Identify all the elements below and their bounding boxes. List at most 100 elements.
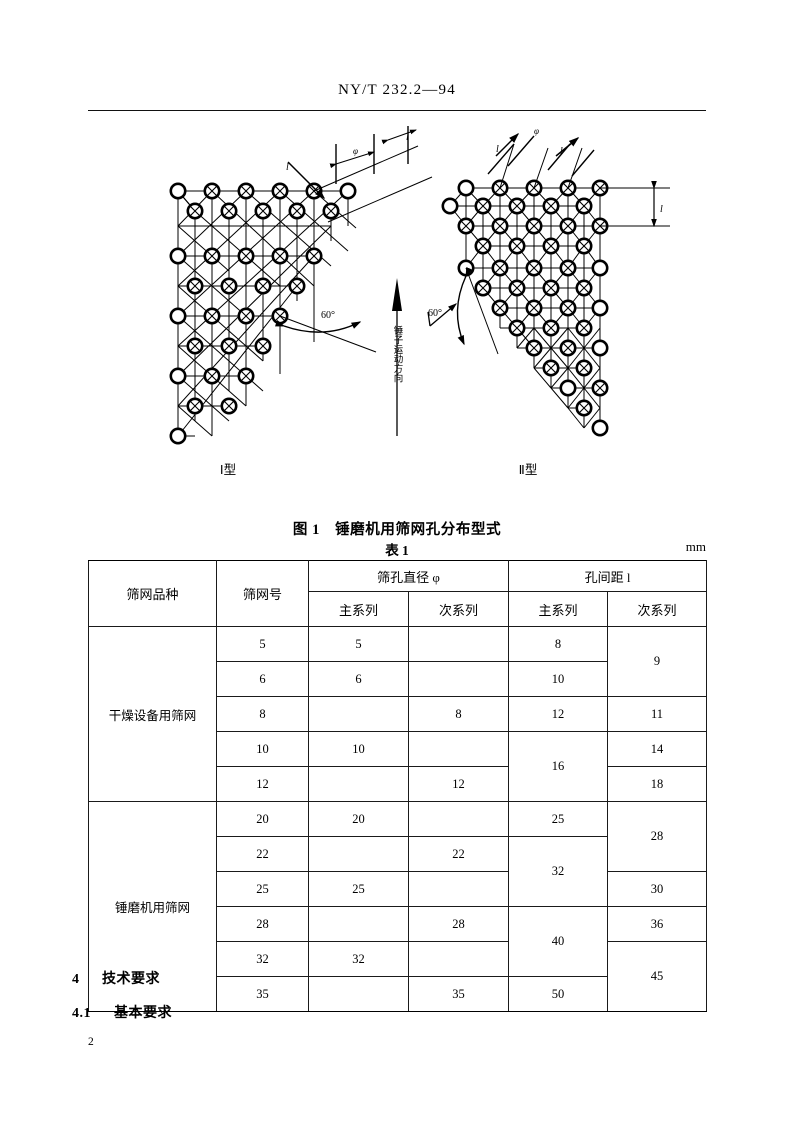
hole-group-r13	[591, 419, 609, 437]
header-diameter-main: 主系列	[308, 591, 409, 627]
cell-diameter-sub	[407, 941, 510, 977]
cell-screen-number: 35	[216, 976, 309, 1012]
cell-diameter-main	[308, 906, 409, 942]
cell-pitch-sub: 30	[607, 871, 708, 907]
cell-diameter-sub	[407, 731, 510, 767]
figure-label-type-2: Ⅱ型	[519, 463, 538, 477]
cell-pitch-main: 32	[508, 836, 609, 907]
specification-table-wrapper: 筛网品种 筛网号 筛孔直径 φ 孔间距 l 主系列 次系列 主系列 次系列 干燥…	[88, 560, 708, 1012]
section-4-1-title: 基本要求	[114, 1006, 172, 1021]
figure-caption: 图 1 锤磨机用筛网孔分布型式	[292, 522, 502, 538]
cell-pitch-main: 8	[508, 626, 609, 662]
cell-diameter-main: 5	[308, 626, 409, 662]
cell-pitch-sub: 9	[607, 626, 708, 697]
section-4-title: 技术要求	[102, 972, 160, 987]
hammer-motion-indicator	[392, 278, 402, 436]
cell-diameter-sub: 12	[407, 766, 510, 802]
cell-screen-number: 6	[216, 661, 309, 697]
hole-group-r12	[575, 399, 593, 417]
cell-screen-number: 28	[216, 906, 309, 942]
cell-pitch-sub: 11	[607, 696, 708, 732]
table-header: 筛网品种 筛网号 筛孔直径 φ 孔间距 l 主系列 次系列 主系列 次系列	[88, 560, 708, 627]
hammer-motion-label: 锤子运动方向	[392, 325, 404, 383]
pattern-type-1: 60° l φ l Ⅰ型	[169, 126, 433, 477]
pitch-label-right-2: l	[560, 146, 563, 157]
cell-diameter-sub: 35	[407, 976, 510, 1012]
pitch-pointer-right	[427, 303, 457, 327]
header-pitch-group: 孔间距 l	[508, 560, 708, 592]
angle-indicator-right	[456, 266, 499, 355]
cell-diameter-main: 20	[308, 801, 409, 837]
cell-screen-number: 22	[216, 836, 309, 872]
header-pitch-main: 主系列	[508, 591, 609, 627]
section-heading-4-1: 4.1 基本要求	[72, 1002, 172, 1022]
cell-pitch-sub: 18	[607, 766, 708, 802]
cell-pitch-sub: 36	[607, 906, 708, 942]
angle-indicator-left	[274, 315, 377, 353]
pattern-type-2: 60° l φ l	[427, 126, 670, 477]
hole-group-row9	[169, 427, 187, 445]
cell-pitch-sub: 14	[607, 731, 708, 767]
cell-diameter-sub: 28	[407, 906, 510, 942]
cell-screen-number: 20	[216, 801, 309, 837]
cell-diameter-sub	[407, 801, 510, 837]
cell-diameter-main	[308, 766, 409, 802]
dimension-callouts-right	[487, 132, 595, 189]
pitch-label-left-2: l	[406, 132, 409, 143]
section-4-number: 4	[72, 972, 80, 987]
cell-pitch-sub: 45	[607, 941, 708, 1012]
diameter-label-right: φ	[534, 126, 539, 136]
header-number: 筛网号	[216, 560, 309, 627]
vertical-pitch-label: l	[660, 204, 663, 215]
cell-screen-kind: 锤磨机用筛网	[88, 801, 217, 1012]
cell-diameter-sub	[407, 871, 510, 907]
cell-diameter-main: 32	[308, 941, 409, 977]
header-rule	[88, 110, 706, 111]
hole-group-row7	[169, 367, 255, 385]
cell-diameter-main	[308, 696, 409, 732]
running-head-standard-code: NY/T 232.2—94	[338, 82, 456, 98]
cell-pitch-main: 40	[508, 906, 609, 977]
cell-screen-number: 5	[216, 626, 309, 662]
cell-diameter-sub	[407, 661, 510, 697]
page-number: 2	[88, 1036, 94, 1048]
table-caption: 表 1	[385, 543, 409, 558]
vertical-dimension-right	[600, 180, 670, 228]
section-4-1-number: 4.1	[72, 1006, 91, 1021]
cell-diameter-main	[308, 836, 409, 872]
header-kind: 筛网品种	[88, 560, 217, 627]
cell-pitch-main: 10	[508, 661, 609, 697]
cell-screen-number: 12	[216, 766, 309, 802]
header-diameter-sub: 次系列	[407, 591, 510, 627]
cell-screen-number: 8	[216, 696, 309, 732]
angle-label-left: 60°	[321, 310, 335, 321]
hole-group-row2	[186, 202, 340, 220]
section-heading-4: 4 技术要求	[72, 968, 160, 988]
cell-diameter-main: 25	[308, 871, 409, 907]
hole-pattern-diagram: 60° l φ l Ⅰ型	[169, 126, 670, 477]
hole-group-r8	[508, 319, 593, 337]
cell-diameter-main: 10	[308, 731, 409, 767]
cell-pitch-main: 50	[508, 976, 609, 1012]
pitch-label-left-1: l	[286, 162, 289, 173]
cell-pitch-main: 25	[508, 801, 609, 837]
cell-diameter-sub: 22	[407, 836, 510, 872]
cell-pitch-main: 12	[508, 696, 609, 732]
table-unit-label: mm	[685, 539, 706, 554]
cell-diameter-sub: 8	[407, 696, 510, 732]
table-row: 12 12 18	[89, 766, 708, 802]
header-pitch-sub: 次系列	[607, 591, 708, 627]
cell-screen-number: 25	[216, 871, 309, 907]
cell-screen-number: 32	[216, 941, 309, 977]
dimension-callouts-left	[287, 126, 433, 223]
figure-1-illustration: 60° l φ l Ⅰ型	[88, 126, 706, 486]
